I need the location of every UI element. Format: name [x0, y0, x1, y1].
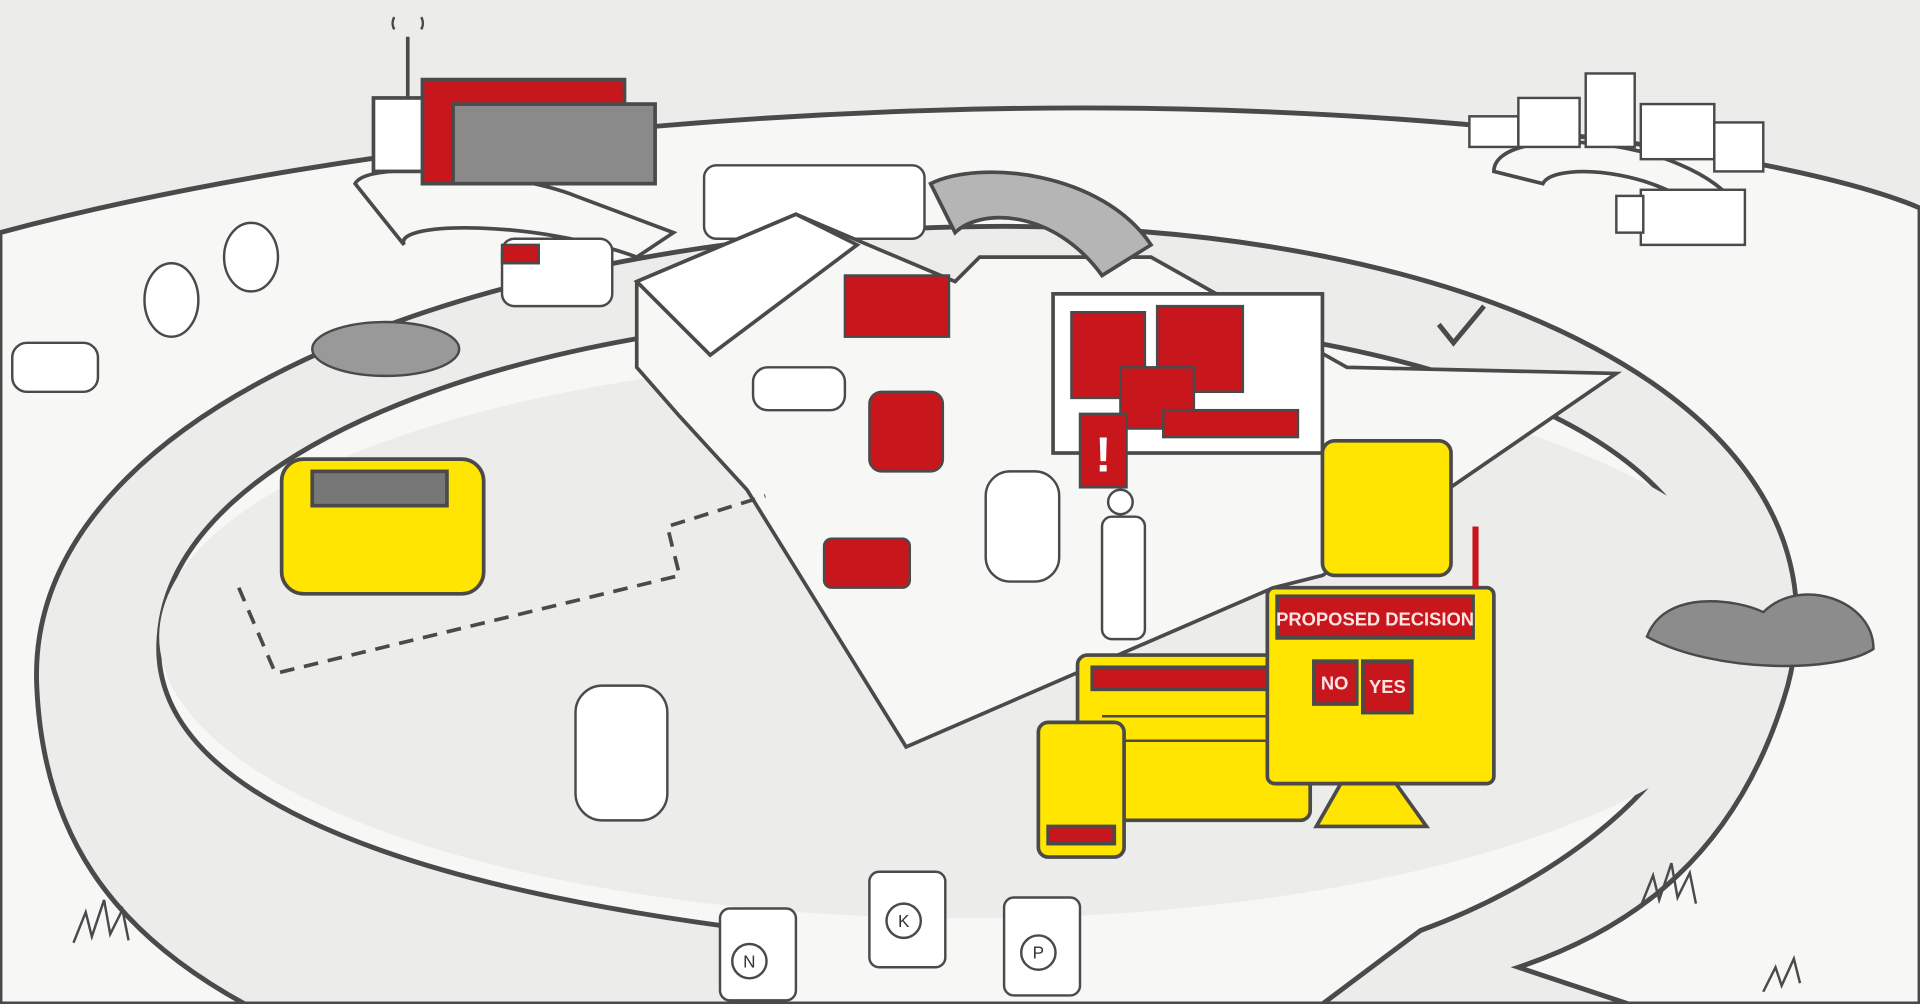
feed-robot	[279, 457, 486, 596]
tablet	[1075, 653, 1313, 823]
canister-label-k: K	[898, 911, 910, 931]
checkmark-icon	[1436, 304, 1486, 347]
factory	[371, 36, 657, 186]
fertilizer-canisters	[718, 870, 1082, 1002]
alert-icon: !	[1095, 428, 1111, 482]
smartphone	[1036, 720, 1126, 859]
antenna-icon	[391, 16, 425, 30]
decision-no-button[interactable]: NO	[1321, 672, 1349, 693]
canister-label-p: P	[1033, 943, 1044, 963]
farmer	[1100, 488, 1147, 641]
hay-pile	[311, 320, 461, 378]
cows	[11, 341, 1061, 822]
truck	[1615, 188, 1747, 247]
fuel-canister	[1320, 438, 1453, 578]
robot-path	[237, 494, 766, 676]
red-equipment	[822, 274, 1300, 589]
canister-label-n: N	[743, 951, 755, 971]
decision-yes-button[interactable]: YES	[1369, 676, 1406, 697]
monitor	[1265, 526, 1496, 829]
grass-tufts	[72, 862, 1802, 993]
manure-pile	[1645, 593, 1875, 668]
silo-tanks	[143, 164, 926, 338]
proposed-decision-title: PROPOSED DECISION	[1276, 609, 1474, 630]
service-van	[500, 237, 614, 308]
city-skyline	[1468, 72, 1765, 173]
